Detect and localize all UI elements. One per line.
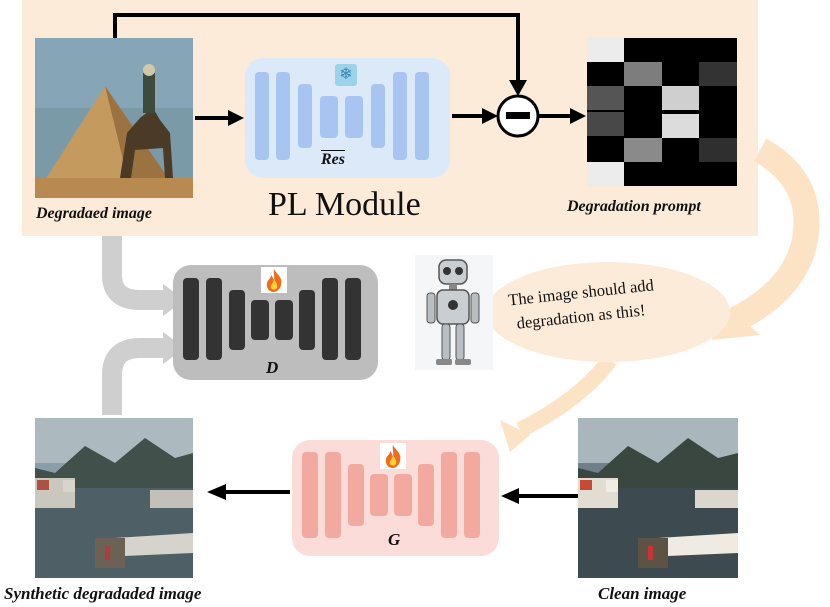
arrow-synthetic-to-d [102,338,168,415]
fire-icon [380,443,406,469]
d-layer [206,278,222,360]
generator-box: G [292,440,499,556]
clean-image [578,418,738,578]
arrow-degraded-to-d [102,236,168,310]
speech-bubble [486,262,730,362]
d-layer [251,300,269,340]
snowflake-icon: ❄ [335,64,357,86]
discriminator-box: D [173,265,378,380]
pl-network-label: Res [321,150,345,168]
skip-connection-arrow [113,13,520,86]
pl-layer [320,96,338,138]
discriminator-label: D [266,358,279,377]
pl-layer [371,84,385,148]
g-layer [394,474,412,516]
d-layer [299,290,315,350]
g-layer [418,464,434,526]
g-layer [348,464,364,526]
g-layer [302,452,318,538]
d-layer [345,278,361,360]
g-layer [370,474,388,516]
synthetic-degraded-image [35,418,193,578]
pl-network-box: ❄ Res [245,58,450,178]
g-layer [325,452,341,538]
d-layer [183,278,199,360]
pl-layer [393,72,407,160]
degradation-prompt-image [587,38,737,186]
pl-layer [298,84,312,148]
g-layer [464,452,480,538]
fire-icon [261,267,287,293]
d-layer [275,300,293,340]
g-layer [441,452,457,538]
synthetic-image-caption: Synthetic degradaded image [4,584,202,603]
d-layer [229,290,245,350]
pl-layer [255,72,269,160]
degraded-image-caption: Degradaed image [36,205,152,222]
degraded-image [35,38,193,198]
arrow-prompt-to-bubble [728,138,820,332]
pl-layer [276,72,290,160]
clean-image-caption: Clean image [598,584,687,603]
pl-layer [345,96,363,138]
arrow-bubble-to-g [516,355,617,438]
generator-label: G [388,530,401,549]
pl-module-label: PL Module [268,186,421,223]
d-layer [322,278,338,360]
degradation-prompt-caption: Degradation prompt [567,198,701,215]
pl-layer [415,72,429,160]
robot-icon [415,255,493,370]
